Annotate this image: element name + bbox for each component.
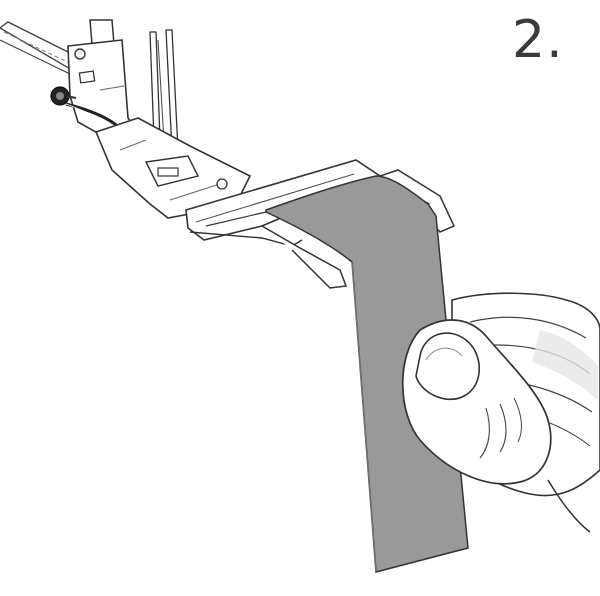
hand [401, 292, 600, 533]
bias-tape [205, 175, 469, 573]
presser-foot-sole [94, 117, 252, 219]
thumb-screw-icon [50, 86, 77, 106]
presser-foot-shank [67, 19, 140, 141]
step-number-label: 2. [512, 10, 564, 70]
